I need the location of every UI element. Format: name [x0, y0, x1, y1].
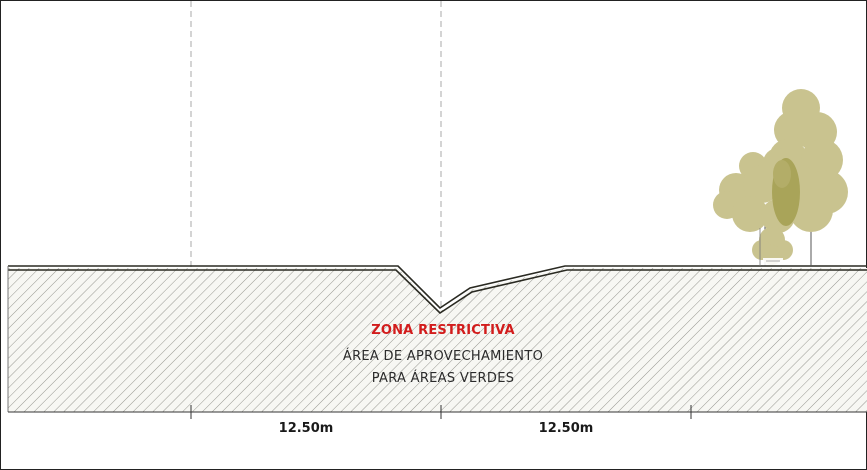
dimension-label-right: 12.50m [539, 421, 594, 436]
ground-hatch [8, 268, 867, 412]
person-figure-icon [763, 258, 783, 265]
dimension-label-left: 12.50m [279, 421, 334, 436]
ground-profile-bottom [8, 269, 867, 315]
ground-profile-top [8, 265, 867, 310]
zone-title: ZONA RESTRICTIVA [371, 323, 515, 338]
zone-description-line-2: PARA ÁREAS VERDES [372, 370, 515, 386]
zone-description-line-1: ÁREA DE APROVECHAMIENTO [343, 348, 543, 364]
shrub-icon [752, 227, 793, 266]
tree-icon [713, 148, 808, 266]
